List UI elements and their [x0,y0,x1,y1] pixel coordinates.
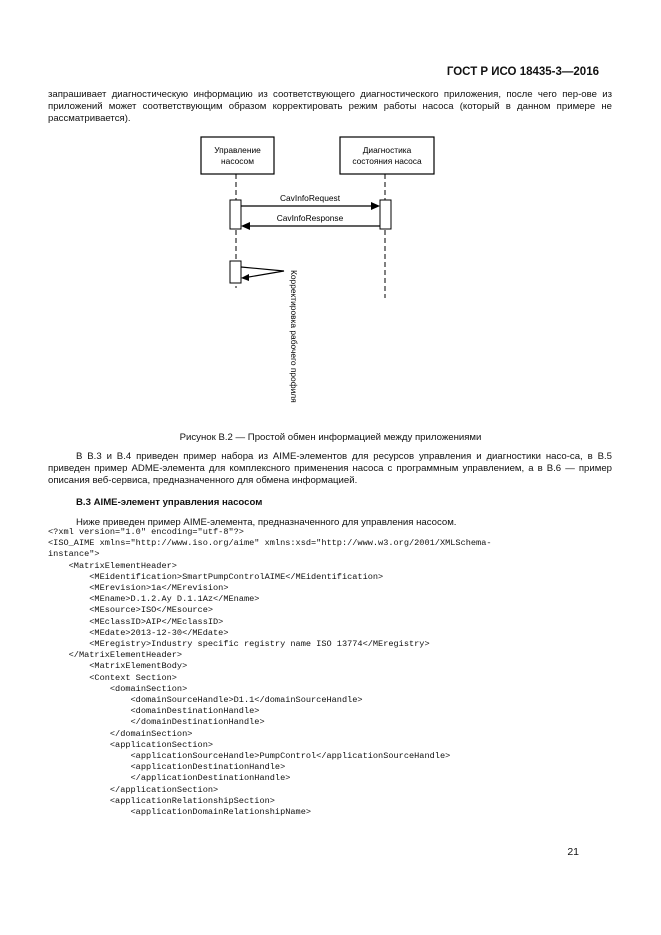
page-number: 21 [567,846,579,858]
code-line: <MEname>D.1.2.Ay D.1.1Az</MEname> [48,594,260,605]
pump-diagnostics-label-1: Диагностика [363,145,412,155]
code-line: </MatrixElementHeader> [48,650,183,661]
code-line: <MErevision>1a</MErevision> [48,583,229,594]
pump-control-label-2: насосом [221,156,254,166]
document-header: ГОСТ Р ИСО 18435-3—2016 [446,66,599,78]
pump-diagnostics-label-2: состояния насоса [352,156,422,166]
code-line: <applicationDestinationHandle> [48,762,286,773]
left-activation-bar [229,199,242,230]
self-action-label: Корректировка рабочего профиля [289,270,299,403]
code-line: <MatrixElementBody> [48,661,188,672]
code-line: <domainDestinationHandle> [48,706,260,717]
code-line: <MEsource>ISO</MEsource> [48,605,214,616]
sequence-diagram: Управление насосом Диагностика состояния… [200,136,435,403]
section-title: В.3 AIME-элемент управления насосом [76,497,263,508]
code-line: <MEidentification>SmartPumpControlAIME</… [48,571,384,582]
code-line: </applicationSection> [48,784,219,795]
code-line: instance"> [48,549,100,560]
response-label: CavInfoResponse [277,213,344,223]
code-line: </applicationDestinationHandle> [48,773,291,784]
xml-code-block: <?xml version="1.0" encoding="utf-8"?><I… [48,527,618,818]
code-line: <Context Section> [48,672,177,683]
response-arrowhead [241,222,250,230]
code-line: <MEdate>2013-12-30</MEdate> [48,627,229,638]
code-line: <applicationSection> [48,739,214,750]
code-line: <domainSection> [48,683,188,694]
code-line: </domainSection> [48,728,193,739]
description-paragraph: В В.3 и В.4 приведен пример набора из AI… [48,451,612,487]
pump-control-box [200,136,275,175]
intro-paragraph: запрашивает диагностическую информацию и… [48,89,612,125]
self-activation-bar [229,260,242,284]
request-arrowhead [371,202,380,210]
code-line: <applicationSourceHandle>PumpControl</ap… [48,751,451,762]
section-intro: Ниже приведен пример AIME-элемента, пред… [76,517,457,528]
pump-diagnostics-box [339,136,435,175]
code-line: <MEregistry>Industry specific registry n… [48,639,430,650]
code-line: <MatrixElementHeader> [48,560,177,571]
code-line: <applicationDomainRelationshipName> [48,807,312,818]
right-activation-bar [379,199,392,230]
self-message-arrow [240,266,285,279]
pump-control-label-1: Управление [214,145,261,155]
code-line: <domainSourceHandle>D1.1</domainSourceHa… [48,695,363,706]
code-line: <?xml version="1.0" encoding="utf-8"?> [48,527,244,537]
self-message-arrowhead [241,274,249,281]
code-line: <applicationRelationshipSection> [48,795,275,806]
code-line: <ISO_AIME xmlns="http://www.iso.org/aime… [48,538,492,549]
figure-caption: Рисунок В.2 — Простой обмен информацией … [179,432,482,443]
code-line: <MEclassID>AIP</MEclassID> [48,616,224,627]
code-line: </domainDestinationHandle> [48,717,265,728]
request-label: CavInfoRequest [280,193,341,203]
